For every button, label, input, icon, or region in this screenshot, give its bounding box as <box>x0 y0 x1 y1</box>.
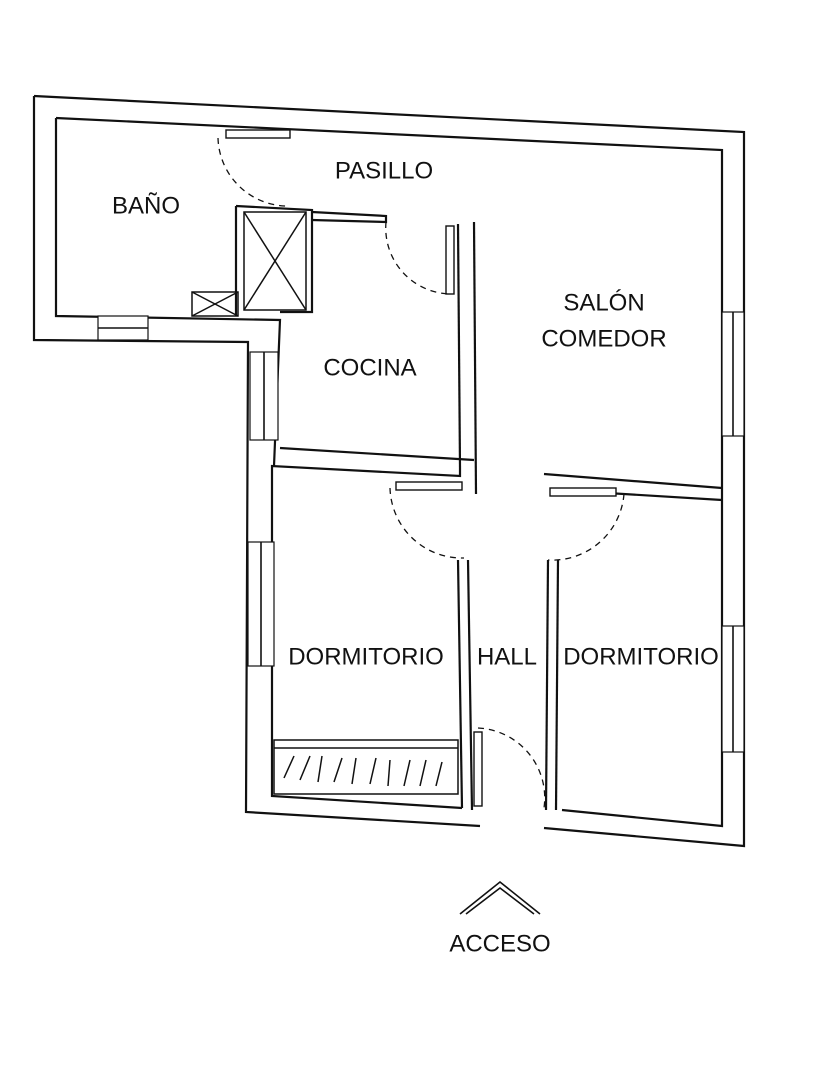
room-label-dormitorio-left: DORMITORIO <box>288 643 444 670</box>
room-label-cocina: COCINA <box>323 354 416 381</box>
wardrobe <box>273 739 459 795</box>
door-bath <box>217 129 291 207</box>
door-bedroom-left <box>389 481 465 559</box>
window-salon <box>721 311 745 437</box>
door-kitchen <box>385 221 455 295</box>
window-bedroom-right <box>721 625 745 753</box>
access-arrow-icon <box>459 880 541 915</box>
door-entrance <box>473 727 546 809</box>
window-bath <box>97 315 149 341</box>
room-label-hall: HALL <box>477 643 537 670</box>
door-bedroom-right <box>547 487 625 561</box>
window-bedroom-left <box>247 541 275 667</box>
room-label-comedor: COMEDOR <box>541 325 666 352</box>
interior-walls <box>234 204 723 811</box>
room-label-pasillo: PASILLO <box>335 157 433 184</box>
room-label-bano: BAÑO <box>112 192 180 219</box>
room-label-dormitorio-right: DORMITORIO <box>563 643 719 670</box>
access-label: ACCESO <box>449 930 550 957</box>
ventilation-shaft <box>243 211 307 311</box>
small-shaft <box>191 291 239 317</box>
window-kitchen <box>249 351 279 441</box>
room-label-salon: SALÓN <box>563 289 644 316</box>
